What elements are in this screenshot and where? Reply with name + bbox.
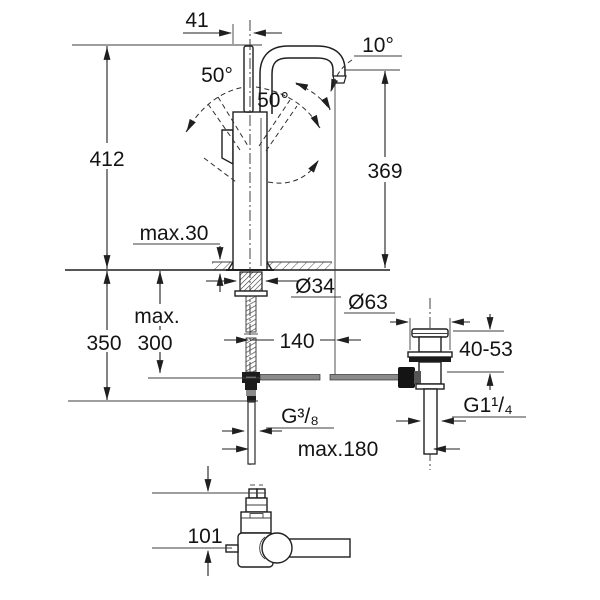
drain-assembly	[398, 298, 453, 470]
label-max-30: max.30	[140, 222, 209, 245]
label-max-180: max.180	[298, 438, 379, 461]
lever-handle-bar	[287, 538, 351, 558]
rod-knob	[398, 367, 415, 388]
label-dim-140: 140	[279, 330, 314, 353]
label-angle-50-left: 50°	[201, 64, 233, 87]
label-dia-34: Ø34	[295, 275, 335, 298]
label-dia-63: Ø63	[348, 291, 388, 314]
label-thread-g38: G³/₈	[281, 405, 319, 428]
pop-up-rod	[259, 374, 321, 381]
dimension-labels: 41 50° 50° 10° 412 369 max.30 Ø34 Ø63 ma…	[86, 9, 512, 548]
label-dim-412: 412	[89, 148, 124, 171]
label-range-40-53: 40-53	[459, 338, 513, 361]
label-max-300-line1: max.	[134, 305, 180, 328]
label-dim-369: 369	[367, 160, 402, 183]
label-dim-41: 41	[185, 9, 208, 32]
label-angle-50-right: 50°	[257, 89, 289, 112]
label-angle-10: 10°	[362, 34, 394, 57]
label-max-300-line2: 300	[137, 332, 172, 355]
faucet-below-counter	[148, 271, 401, 465]
label-backgrounds	[82, 143, 407, 352]
label-dim-101: 101	[187, 525, 222, 548]
countertop	[65, 261, 390, 271]
faucet-front-view	[225, 484, 351, 568]
label-thread-g114: G1¹/₄	[463, 394, 512, 417]
label-dim-350: 350	[86, 332, 121, 355]
